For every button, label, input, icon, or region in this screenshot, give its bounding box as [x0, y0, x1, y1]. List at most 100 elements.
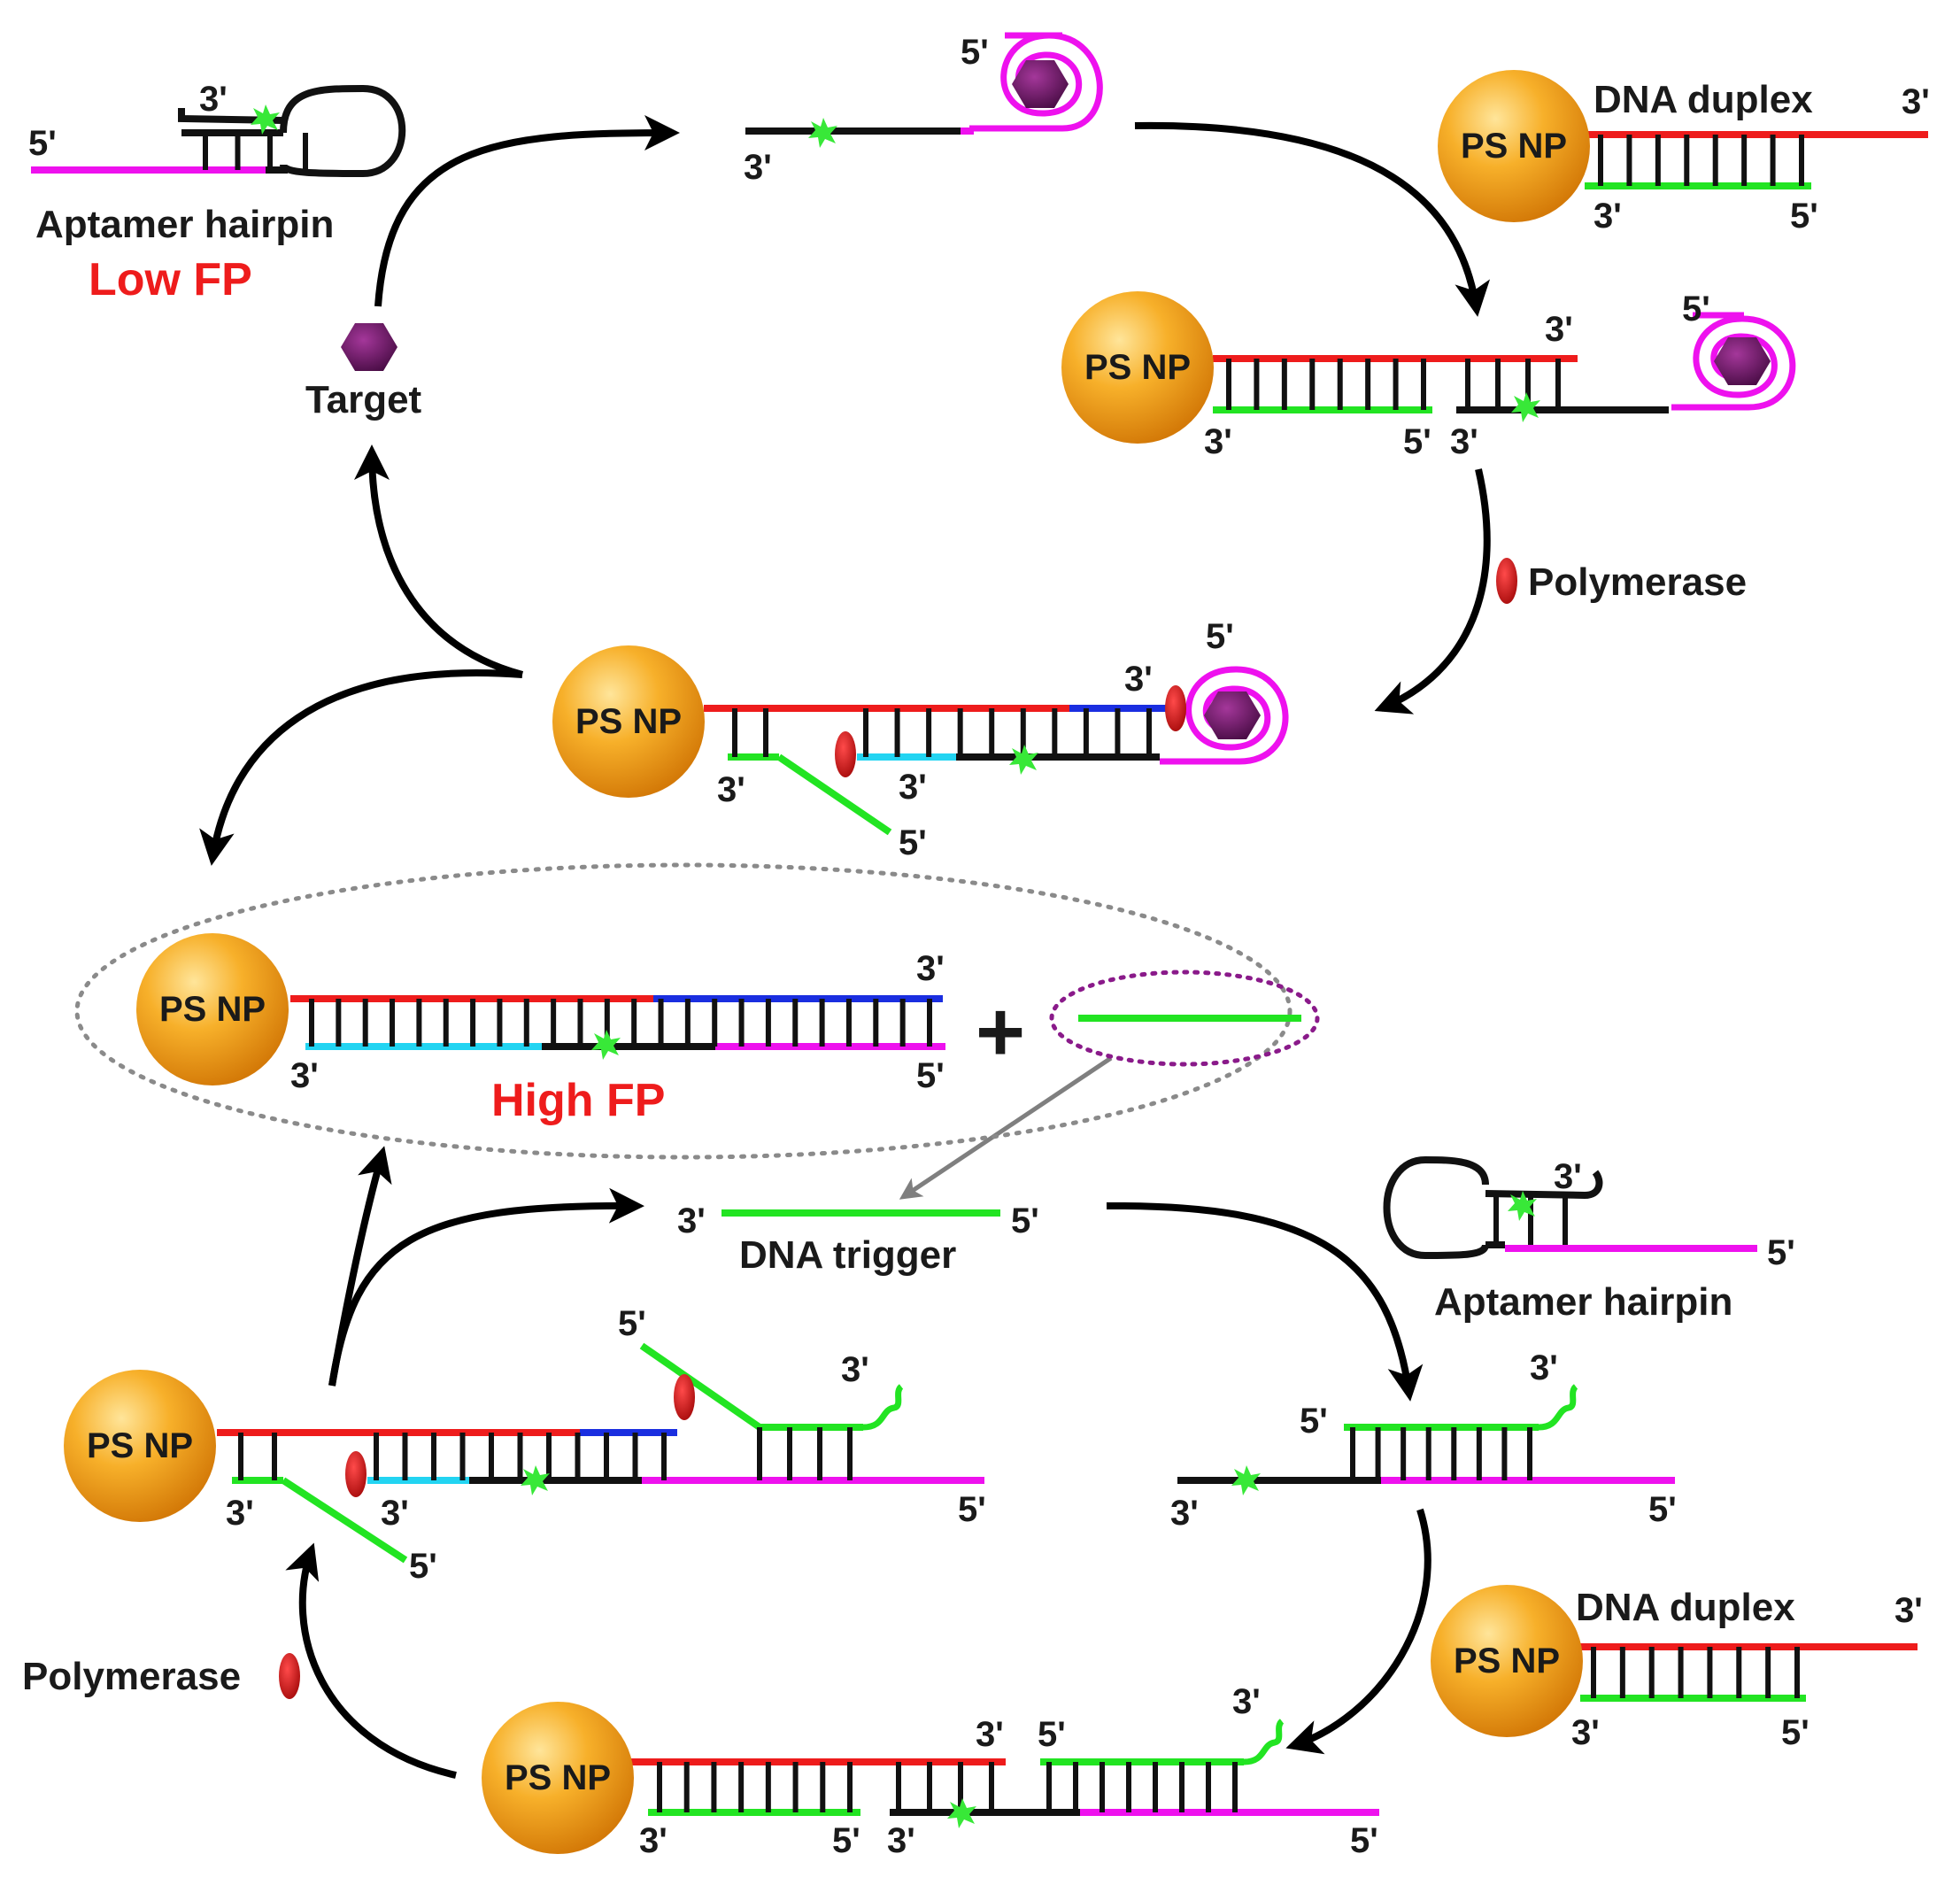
arrow-to-duplex-hybridization: [1134, 121, 1491, 317]
hairpin-loops: [178, 84, 1603, 1260]
svg-text:5': 5': [1038, 1715, 1066, 1754]
polymerase-icon: [279, 1653, 300, 1699]
svg-text:5': 5': [1403, 422, 1431, 461]
hairpin-loop-top: [280, 84, 406, 178]
svg-text:5': 5': [618, 1304, 646, 1343]
high-fp-label: High FP: [491, 1075, 665, 1126]
svg-text:3': 3': [1450, 422, 1478, 461]
aptamer-hairpin-label-bottom: Aptamer hairpin: [1434, 1280, 1732, 1324]
hairpin-tail-top: [178, 108, 284, 124]
nanoparticle-top-right: PS NP: [1438, 70, 1590, 222]
svg-text:3': 3': [916, 949, 945, 988]
strand-end-labels: 5' 3' 5' 3' 3' 3' 5' 3' 5' 3' 5' 3' 5' 3…: [28, 33, 1930, 1860]
svg-text:5': 5': [1682, 290, 1710, 328]
polymerase-icon: [1496, 558, 1517, 604]
svg-text:3': 3': [1593, 197, 1622, 236]
svg-text:3': 3': [841, 1350, 869, 1389]
aptamer-hairpin-label-top: Aptamer hairpin: [35, 203, 334, 246]
text-labels: Aptamer hairpin Low FP Target DNA duplex…: [22, 78, 1813, 1698]
svg-text:3': 3': [381, 1494, 409, 1533]
svg-text:3': 3': [899, 768, 927, 807]
polymerases: [279, 558, 1517, 1699]
svg-text:5': 5': [899, 823, 927, 862]
trigger-wavy-ends: [862, 1384, 1578, 1765]
svg-text:5': 5': [409, 1547, 437, 1586]
svg-text:PS NP: PS NP: [87, 1426, 193, 1465]
svg-text:3': 3': [1232, 1682, 1261, 1721]
dna-trigger-ellipse: [1049, 970, 1320, 1067]
nanoparticle-high-fp: PS NP: [136, 933, 289, 1085]
svg-text:3': 3': [717, 770, 745, 809]
svg-text:5': 5': [1648, 1490, 1677, 1529]
svg-text:5': 5': [1300, 1402, 1328, 1441]
arrow-trigger-recycle: [899, 1055, 1113, 1200]
polymerase-icon: [1165, 685, 1186, 731]
dna-duplex-label-bottom: DNA duplex: [1576, 1586, 1795, 1629]
arrow-to-high-fp-lower: [328, 1146, 392, 1387]
svg-text:3': 3': [1902, 82, 1930, 121]
svg-text:3': 3': [639, 1821, 667, 1860]
nanoparticle-bottom: PS NP: [482, 1702, 634, 1854]
polymerase-icon: [345, 1451, 367, 1497]
svg-text:PS NP: PS NP: [159, 990, 266, 1029]
hairpin-loop-bottom: [1383, 1155, 1489, 1260]
dna-duplex-label-top: DNA duplex: [1593, 78, 1813, 121]
svg-text:PS NP: PS NP: [1461, 127, 1567, 166]
svg-text:5': 5': [1206, 617, 1234, 656]
svg-text:5': 5': [28, 124, 57, 163]
hairpin-tail-bottom: [1485, 1170, 1603, 1200]
polymerase-label-left: Polymerase: [22, 1655, 241, 1698]
arrow-hairpin-opening: [374, 115, 680, 307]
polymerase-icon: [674, 1374, 695, 1420]
dna-strand-segment: [281, 1477, 408, 1564]
polymerase-label-right: Polymerase: [1528, 560, 1747, 604]
svg-text:3': 3': [887, 1821, 915, 1860]
coil-top: [969, 32, 1103, 132]
dna-trigger-label: DNA trigger: [739, 1233, 956, 1277]
svg-text:3': 3': [1124, 660, 1153, 699]
arrow-target-release: [354, 444, 524, 678]
svg-text:5': 5': [916, 1056, 945, 1095]
nanoparticle-step2: PS NP: [1061, 291, 1214, 444]
svg-text:5': 5': [832, 1821, 860, 1860]
arrow-second-polymerase-extension: [285, 1542, 457, 1779]
svg-text:5': 5': [1350, 1821, 1378, 1860]
svg-text:PS NP: PS NP: [575, 702, 682, 741]
svg-text:3': 3': [226, 1494, 254, 1533]
svg-text:3': 3': [1554, 1157, 1582, 1196]
cycle-arrows: [199, 115, 1491, 1779]
dna-strand-segment: [776, 753, 892, 836]
nanoparticles: PS NP PS NP PS NP PS NP PS NP PS NP PS N…: [64, 70, 1590, 1854]
svg-text:3': 3': [1571, 1713, 1600, 1752]
high-fp-complex-ellipse: [74, 862, 1293, 1160]
svg-text:5': 5': [1011, 1201, 1039, 1240]
fluorophores: [251, 104, 1540, 1828]
plus-sign: +: [976, 985, 1025, 1079]
svg-text:3': 3': [677, 1201, 706, 1240]
base-pair-rungs: [203, 133, 1804, 1812]
svg-text:5': 5': [958, 1490, 986, 1529]
svg-text:PS NP: PS NP: [1084, 348, 1191, 387]
svg-text:5': 5': [1781, 1713, 1810, 1752]
nanoparticle-bottom-right: PS NP: [1431, 1585, 1583, 1737]
arrow-to-high-fp-complex: [199, 669, 523, 866]
svg-text:3': 3': [1545, 310, 1573, 349]
arrow-polymerase-extension: [1374, 468, 1491, 715]
arrow-trigger-release: [328, 1187, 644, 1387]
target-label: Target: [305, 378, 422, 421]
low-fp-label: Low FP: [89, 254, 252, 305]
svg-text:PS NP: PS NP: [1454, 1642, 1560, 1680]
coil-middle: [1160, 666, 1289, 765]
dna-strand-segment: [639, 1342, 762, 1431]
svg-text:PS NP: PS NP: [505, 1758, 611, 1797]
target-icon: [341, 323, 397, 371]
svg-text:3': 3': [1530, 1348, 1558, 1387]
svg-text:3': 3': [976, 1715, 1004, 1754]
arrow-trigger-hybridization: [1106, 1201, 1424, 1402]
svg-text:3': 3': [290, 1056, 319, 1095]
svg-text:3': 3': [1170, 1494, 1199, 1533]
svg-text:3': 3': [1894, 1591, 1923, 1630]
nanoparticle-lower-left: PS NP: [64, 1370, 216, 1522]
svg-text:5': 5': [1790, 197, 1818, 236]
